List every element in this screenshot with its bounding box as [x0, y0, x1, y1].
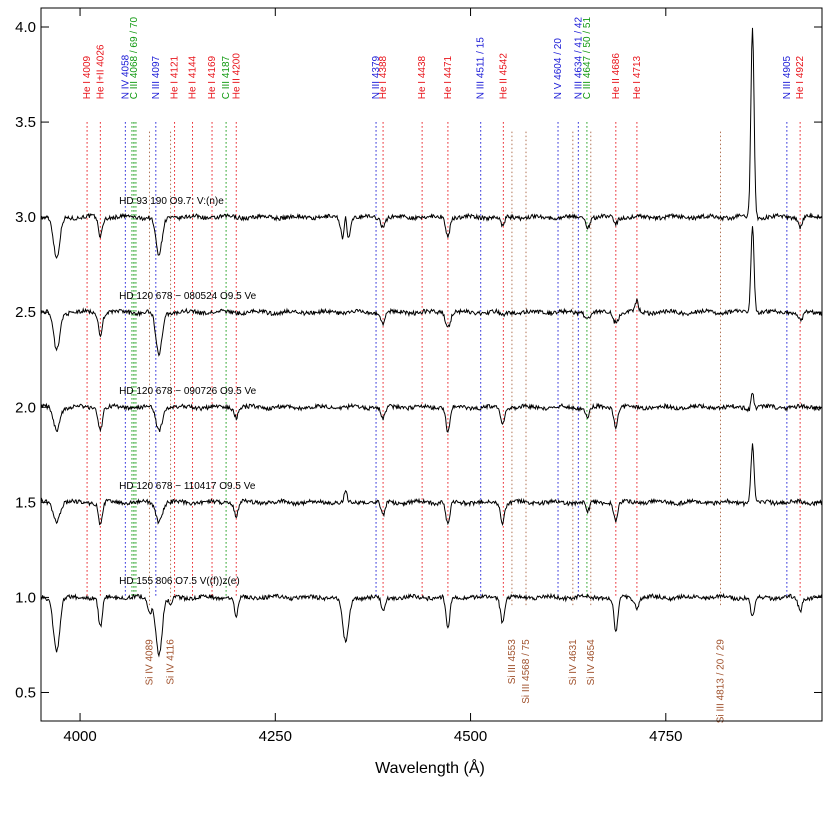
spectrum-line	[40, 27, 823, 259]
line-id-label: He I 4713	[632, 55, 643, 99]
line-id-label: He I 4388	[378, 55, 389, 99]
line-id-label: C III 4647 / 50 / 51	[582, 17, 593, 100]
line-id-label: He I 4922	[795, 55, 806, 99]
series-label: HD 120 678 − 080524 O9.5 Ve	[119, 291, 256, 302]
spectrum-line	[40, 226, 823, 357]
line-id-markers	[86, 122, 801, 607]
y-tick-label: 4.0	[15, 19, 36, 36]
si-id-label: Si IV 4654	[586, 639, 597, 686]
si-id-label: Si IV 4631	[568, 639, 579, 686]
line-id-label: He I 4009	[82, 55, 93, 99]
line-id-label: N III 4097	[151, 55, 162, 99]
y-tick-label: 1.0	[15, 589, 36, 606]
x-tick-label: 4000	[63, 728, 96, 745]
line-id-label: He I 4438	[417, 55, 428, 99]
line-id-label: He II 4200	[231, 53, 242, 100]
y-tick-label: 2.5	[15, 304, 36, 321]
line-id-label: He I 4471	[443, 55, 454, 99]
line-id-label: N IV 4058	[120, 54, 131, 99]
si-id-label: Si IV 4089	[145, 639, 156, 686]
line-id-label: C III 4068 / 69 / 70	[129, 17, 140, 100]
line-id-label: He I 4169	[207, 55, 218, 99]
spectrum-line	[40, 392, 823, 433]
line-id-label: C III 4187	[221, 55, 232, 99]
line-id-label: He II 4686	[611, 53, 622, 100]
y-tick-label: 3.0	[15, 209, 36, 226]
line-id-label: N III 4379	[371, 55, 382, 99]
line-id-label: N V 4604 / 20	[553, 38, 564, 100]
spectrum-line	[40, 592, 823, 658]
series-label: HD 120 678 − 110417 O9.5 Ve	[119, 481, 256, 492]
series-label: HD 120 678 − 090726 O9.5 Ve	[119, 386, 256, 397]
axes-group: 4000 4250 4500 4750 0.5 1.0 1.5 2.0 2.5 3.0 3.5 4.0	[15, 7, 823, 745]
line-id-label: He I+II 4026	[95, 44, 106, 99]
line-id-label: He II 4542	[498, 53, 509, 100]
line-id-label: He I 4144	[188, 55, 199, 99]
series-label: HD 155 806 O7.5 V((f))z(e)	[119, 576, 240, 587]
y-tick-label: 1.5	[15, 494, 36, 511]
x-tick-label: 4500	[454, 728, 487, 745]
line-id-label: N III 4905	[782, 55, 793, 99]
x-tick-label: 4250	[259, 728, 292, 745]
series-label: HD 93 190 O9.7: V:(n)e	[119, 196, 224, 207]
line-id-label: N III 4511 / 15	[476, 37, 487, 100]
x-tick-label: 4750	[649, 728, 682, 745]
y-tick-label: 0.5	[15, 684, 36, 701]
spectra-group	[40, 27, 823, 658]
spectrum-line	[40, 443, 823, 527]
plot-frame	[40, 7, 823, 722]
si-id-label: Si III 4553	[507, 639, 518, 684]
y-tick-label: 2.0	[15, 399, 36, 416]
line-id-label: He I 4121	[170, 55, 181, 99]
si-id-label: Si III 4568 / 75	[521, 639, 532, 704]
si-id-label: Si IV 4116	[166, 639, 177, 685]
line-id-label: N III 4634 / 41 / 42	[573, 17, 584, 100]
x-axis-title: Wavelength (Å)	[375, 758, 485, 777]
si-id-label: Si III 4813 / 20 / 29	[715, 639, 726, 723]
y-tick-label: 3.5	[15, 114, 36, 131]
